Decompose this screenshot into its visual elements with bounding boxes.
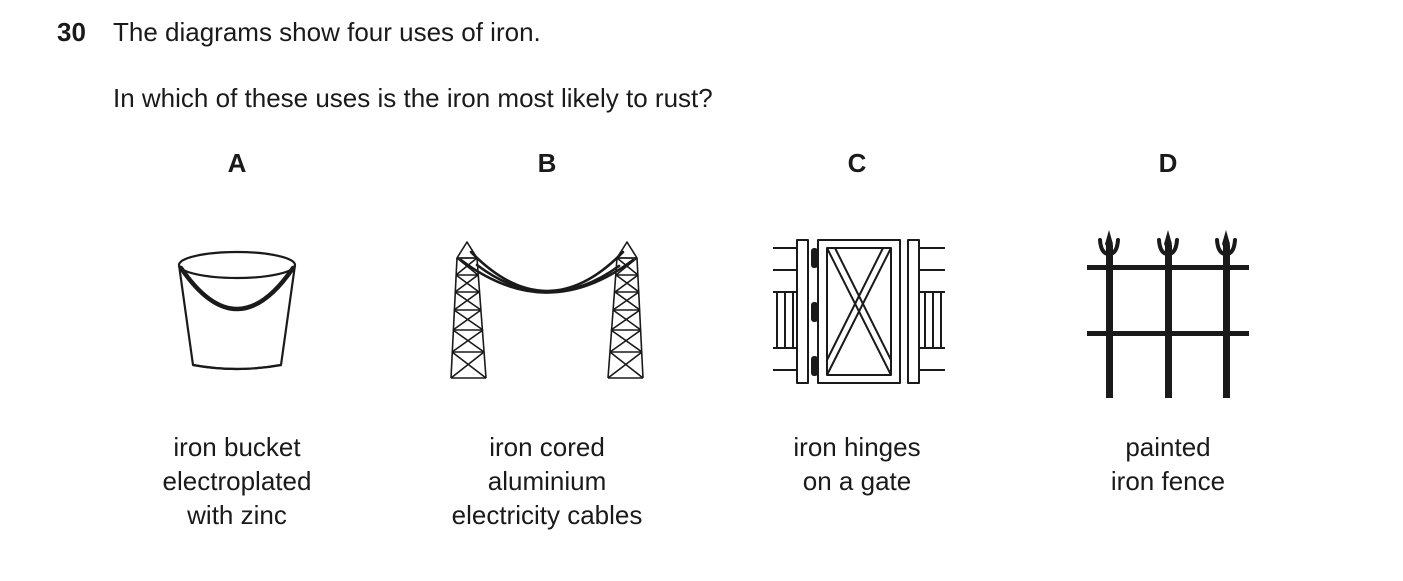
question-prompt: In which of these uses is the iron most … (113, 83, 713, 113)
option-caption: iron hinges on a gate (793, 432, 921, 496)
option-caption: iron cored aluminium electricity cables (451, 432, 643, 530)
gate-hinges-icon (773, 239, 945, 384)
option-letter: A (227, 148, 247, 178)
bucket-icon (177, 250, 297, 371)
option-a[interactable]: A iron bucket electroplated with zinc (87, 145, 387, 545)
hinge-icon (811, 248, 818, 376)
question-number: 30 (57, 17, 86, 47)
option-c[interactable]: C iron hinges on a (707, 145, 1007, 545)
question-stem: The diagrams show four uses of iron. (113, 17, 541, 47)
option-letter: D (1158, 148, 1178, 178)
option-letter: B (537, 148, 557, 178)
option-caption: iron bucket electroplated with zinc (162, 432, 312, 530)
pylon-cables-icon (450, 241, 644, 379)
option-b[interactable]: B iron cored aluminium electricity cable… (397, 145, 697, 545)
fence-icon (1087, 230, 1249, 398)
option-caption: painted iron fence (1110, 432, 1226, 496)
option-d[interactable]: D painted iron fence (1018, 145, 1318, 545)
option-letter: C (847, 148, 867, 178)
